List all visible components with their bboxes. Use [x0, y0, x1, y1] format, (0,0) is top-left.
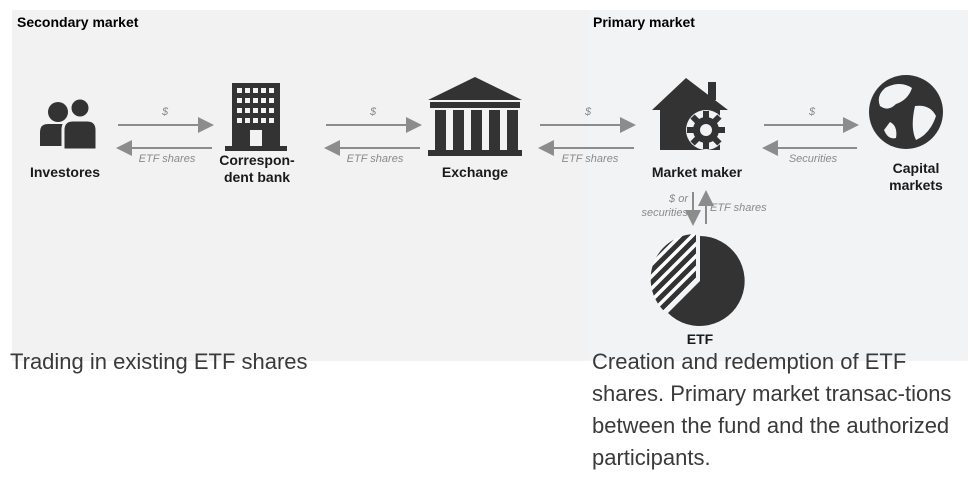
flow-mm-etf-down: $ or securities [641, 193, 688, 219]
pie-chart-icon [650, 233, 745, 326]
secondary-market-title: Secondary market [17, 14, 139, 30]
exchange-label: Exchange [441, 164, 509, 180]
building-icon [225, 83, 287, 151]
primary-caption: Creation and redemption of ETF shares. P… [592, 349, 952, 470]
market-maker-label: Market maker [651, 164, 743, 180]
flow-bank-exch-bottom: ETF shares [346, 153, 404, 165]
secondary-caption: Trading in existing ETF shares [10, 349, 308, 374]
flow-mm-cap-top: $ [808, 106, 816, 118]
capital-markets-label: Capital markets [889, 160, 943, 193]
flow-mm-etf-up: ETF shares [710, 202, 767, 214]
investors-label: Investores [29, 164, 101, 180]
bank-label: Correspon- dent bank [219, 152, 295, 185]
primary-market-title: Primary market [593, 14, 695, 30]
flow-inv-bank-top: $ [161, 106, 169, 118]
flow-inv-bank-bottom: ETF shares [138, 153, 196, 165]
flow-exch-mm-bottom: ETF shares [561, 153, 619, 165]
flow-exch-mm-top: $ [584, 106, 592, 118]
users-icon [40, 96, 99, 152]
primary-market-panel: Primary market [588, 10, 968, 361]
house-gear-icon [652, 78, 728, 150]
globe-icon [869, 75, 943, 149]
flow-arrows [116, 117, 859, 226]
flow-bank-exch-top: $ [369, 106, 377, 118]
bank-icon [428, 77, 522, 156]
flow-mm-cap-bottom: Securities [788, 153, 838, 165]
secondary-market-panel: Secondary market [12, 10, 588, 361]
etf-label: ETF [686, 331, 714, 347]
